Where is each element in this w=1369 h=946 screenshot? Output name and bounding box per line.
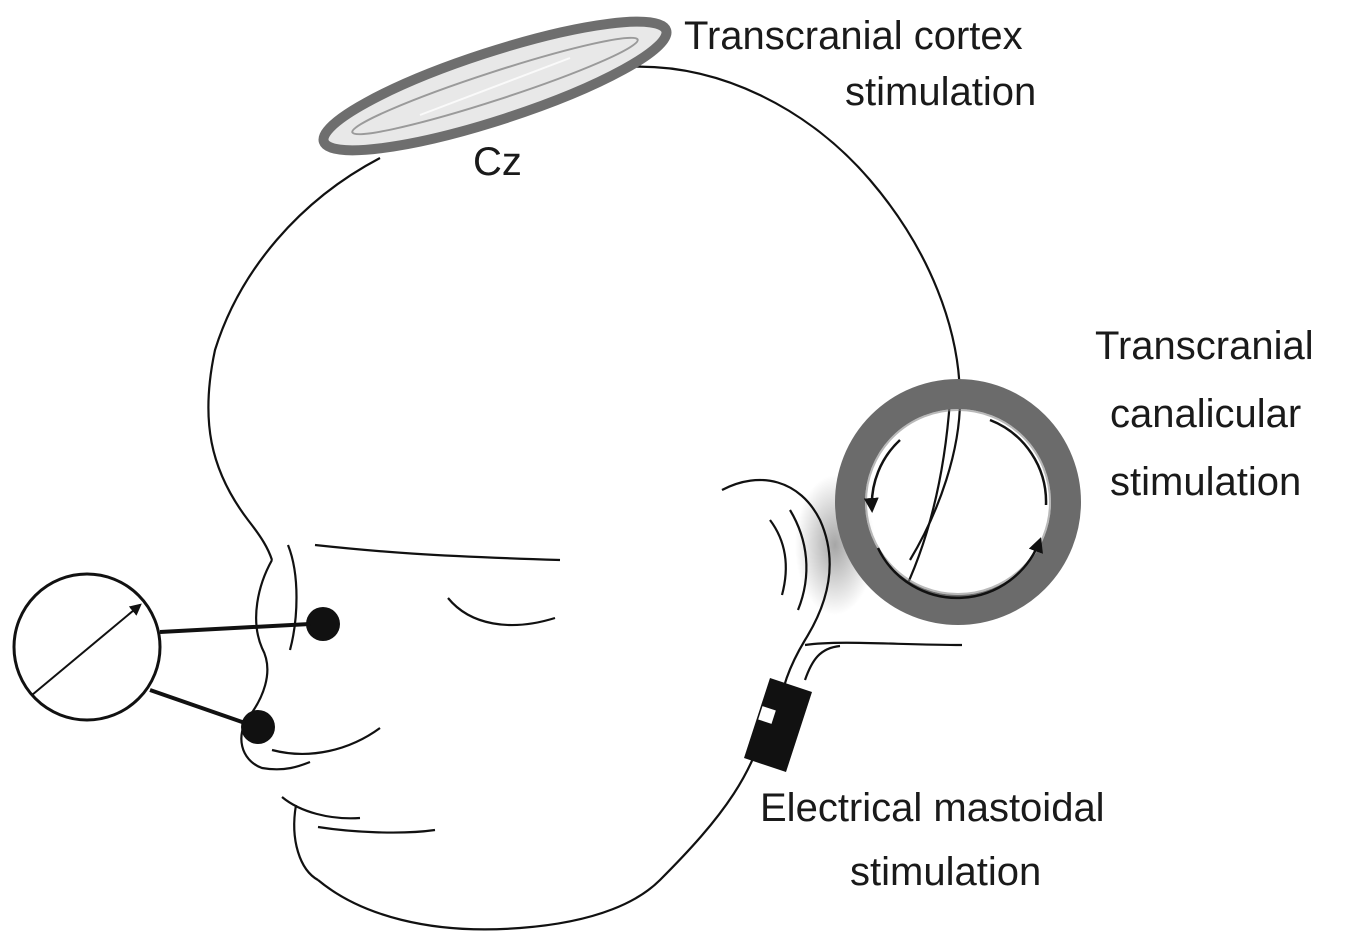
cortex-stimulation-label-line2: stimulation xyxy=(845,66,1036,118)
jaw-line xyxy=(318,700,770,929)
cz-label: Cz xyxy=(473,136,522,188)
chin-line xyxy=(294,805,318,880)
back-of-head-line xyxy=(900,400,950,600)
skull-outline xyxy=(208,158,380,560)
upper-face-electrode xyxy=(306,607,340,641)
canalicular-label-line1: Transcranial xyxy=(1095,320,1314,372)
closed-eye xyxy=(448,598,555,625)
facial-electrodes xyxy=(150,607,340,744)
canalicular-label-line2: canalicular xyxy=(1110,388,1301,440)
mouth-line xyxy=(272,728,380,754)
canalicular-label-line3: stimulation xyxy=(1110,456,1301,508)
nose-bridge xyxy=(288,545,297,650)
lower-face-electrode xyxy=(241,710,275,744)
mastoid-label-line1: Electrical mastoidal xyxy=(760,782,1105,834)
under-chin xyxy=(318,827,435,833)
cortex-stimulation-label-line1: Transcranial cortex xyxy=(684,10,1023,62)
ear-inner-1 xyxy=(770,520,786,595)
brow-line xyxy=(315,545,560,560)
neck-line xyxy=(805,643,962,645)
meter-gauge xyxy=(14,574,160,720)
crown-outline xyxy=(625,67,960,560)
mastoid-label-line2: stimulation xyxy=(850,846,1041,898)
